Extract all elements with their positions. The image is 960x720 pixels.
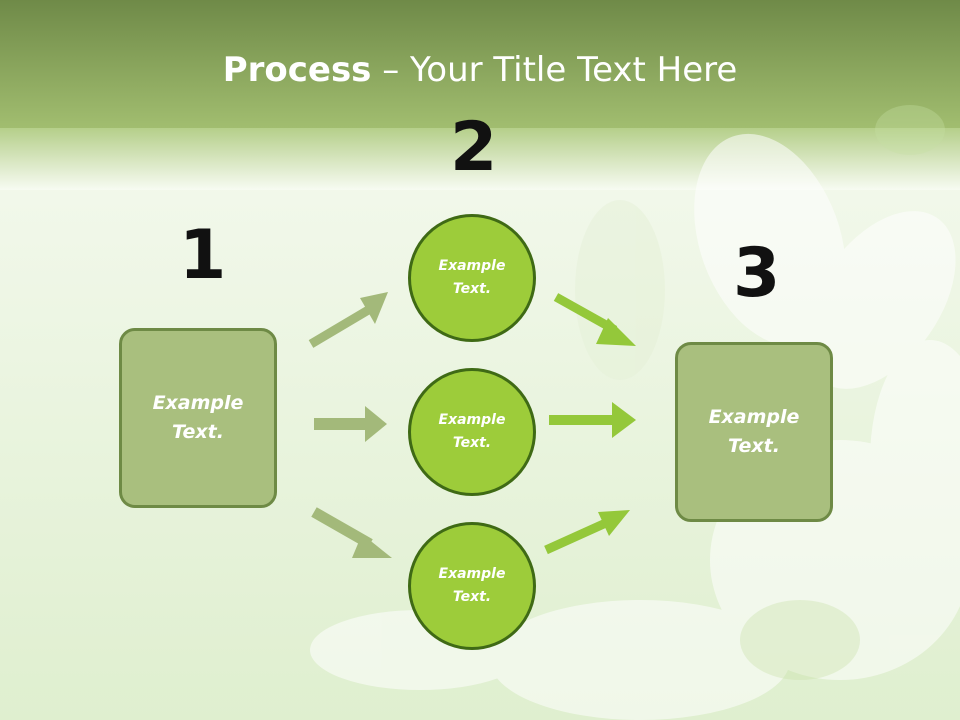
- step-3-number: 3: [733, 234, 781, 313]
- step-1-label: Example Text.: [152, 392, 244, 443]
- step-2-circle-bottom: Example Text.: [408, 522, 536, 650]
- step-2-circle-middle: Example Text.: [408, 368, 536, 496]
- arrow-1-to-bottom: [311, 507, 392, 558]
- slide-title: Process – Your Title Text Here: [0, 50, 960, 90]
- circle-top-label: Example Text.: [438, 258, 506, 297]
- circle-bottom-label: Example Text.: [438, 566, 506, 605]
- arrow-top-to-3: [553, 293, 636, 346]
- step-2-circle-top: Example Text.: [408, 214, 536, 342]
- title-rest: – Your Title Text Here: [371, 50, 738, 90]
- circle-middle-label: Example Text.: [438, 412, 506, 451]
- step-1-number: 1: [179, 216, 227, 295]
- step-3-box: Example Text.: [675, 342, 833, 522]
- arrow-bottom-to-3: [544, 510, 630, 555]
- arrow-middle-to-3: [549, 402, 636, 438]
- title-bold: Process: [222, 50, 372, 90]
- arrow-1-to-middle: [314, 406, 387, 442]
- step-3-label: Example Text.: [708, 406, 800, 457]
- step-2-number: 2: [450, 108, 498, 187]
- step-1-box: Example Text.: [119, 328, 277, 508]
- arrow-1-to-top: [308, 292, 388, 348]
